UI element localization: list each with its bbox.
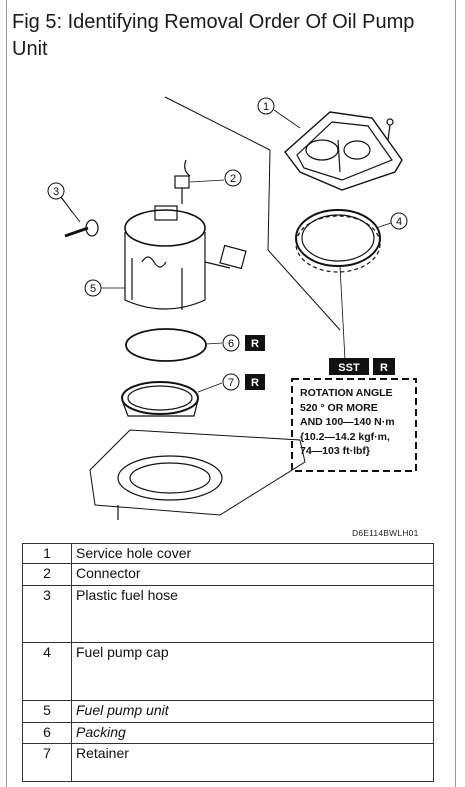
r-badge-packing: R — [245, 335, 265, 351]
torque-note-line: AND 100—140 N·m — [300, 416, 395, 428]
part-description: Service hole cover — [71, 543, 434, 564]
table-row: 7 Retainer — [22, 743, 434, 782]
part-number: 4 — [22, 642, 72, 701]
table-row: 5 Fuel pump unit — [22, 700, 434, 723]
r-badge-cap: R — [373, 358, 395, 375]
part-number: 1 — [22, 543, 72, 564]
part-number: 5 — [22, 700, 72, 723]
alignment-line — [164, 96, 271, 151]
svg-text:5: 5 — [90, 283, 96, 295]
connector-drawing — [174, 159, 191, 204]
alignment-line — [267, 249, 341, 331]
callout-6: 6 — [222, 334, 240, 352]
svg-text:R: R — [380, 362, 388, 374]
part-description: Retainer — [71, 743, 434, 782]
retainer-drawing — [121, 381, 199, 417]
part-number: 3 — [22, 585, 72, 643]
fuel-tank-opening-drawing — [89, 429, 306, 520]
torque-note-box — [291, 378, 417, 472]
svg-text:7: 7 — [228, 377, 234, 389]
part-description: Fuel pump unit — [71, 700, 434, 723]
fuel-pump-cap-drawing — [295, 209, 381, 273]
table-row: 4 Fuel pump cap — [22, 642, 434, 701]
r-badge-retainer: R — [245, 374, 265, 390]
svg-text:3: 3 — [53, 186, 59, 198]
alignment-line — [267, 149, 271, 251]
sst-badge: SST — [329, 358, 369, 375]
svg-text:6: 6 — [228, 338, 234, 350]
fuel-pump-unit-drawing — [124, 205, 247, 310]
part-description: Packing — [71, 722, 434, 744]
torque-note-line: {10.2—14.2 kgf·m, — [300, 430, 390, 443]
torque-note-line: 520 ° OR MORE — [300, 401, 378, 414]
svg-text:2: 2 — [230, 173, 236, 185]
svg-text:R: R — [251, 338, 259, 350]
torque-note-line: ROTATION ANGLE — [300, 387, 393, 399]
callout-2: 2 — [224, 169, 242, 187]
service-hole-cover-drawing — [284, 111, 403, 191]
svg-text:SST: SST — [338, 362, 360, 374]
callout-7: 7 — [222, 373, 240, 391]
svg-text:R: R — [251, 377, 259, 389]
figure-title: Fig 5: Identifying Removal Order Of Oil … — [12, 11, 415, 60]
part-number: 6 — [22, 722, 72, 744]
figure-frame — [6, 0, 456, 787]
part-description: Connector — [71, 563, 434, 586]
plastic-fuel-hose-drawing — [59, 195, 99, 238]
callout-4: 4 — [390, 212, 408, 230]
exploded-diagram: 1 2 3 4 5 6 7 R — [47, 96, 417, 520]
torque-note-line: 74—103 ft·lbf} — [300, 445, 371, 457]
part-description: Plastic fuel hose — [71, 585, 434, 643]
table-row: 1 Service hole cover — [22, 543, 434, 564]
part-number: 2 — [22, 563, 72, 586]
part-description: Fuel pump cap — [71, 642, 434, 701]
parts-table: 1 Service hole cover 2 Connector 3 Plast… — [22, 543, 434, 782]
packing-drawing — [125, 328, 207, 362]
callout-3: 3 — [47, 182, 65, 200]
svg-text:4: 4 — [396, 216, 402, 228]
callout-5: 5 — [84, 279, 102, 297]
part-number: 7 — [22, 743, 72, 782]
table-row: 2 Connector — [22, 563, 434, 586]
table-row: 3 Plastic fuel hose — [22, 585, 434, 643]
torque-note: ROTATION ANGLE 520 ° OR MORE AND 100—140… — [300, 386, 420, 459]
svg-text:1: 1 — [263, 101, 269, 113]
figure-code: D6E114BWLH01 — [352, 528, 419, 538]
callout-1: 1 — [257, 97, 275, 115]
table-row: 6 Packing — [22, 722, 434, 744]
